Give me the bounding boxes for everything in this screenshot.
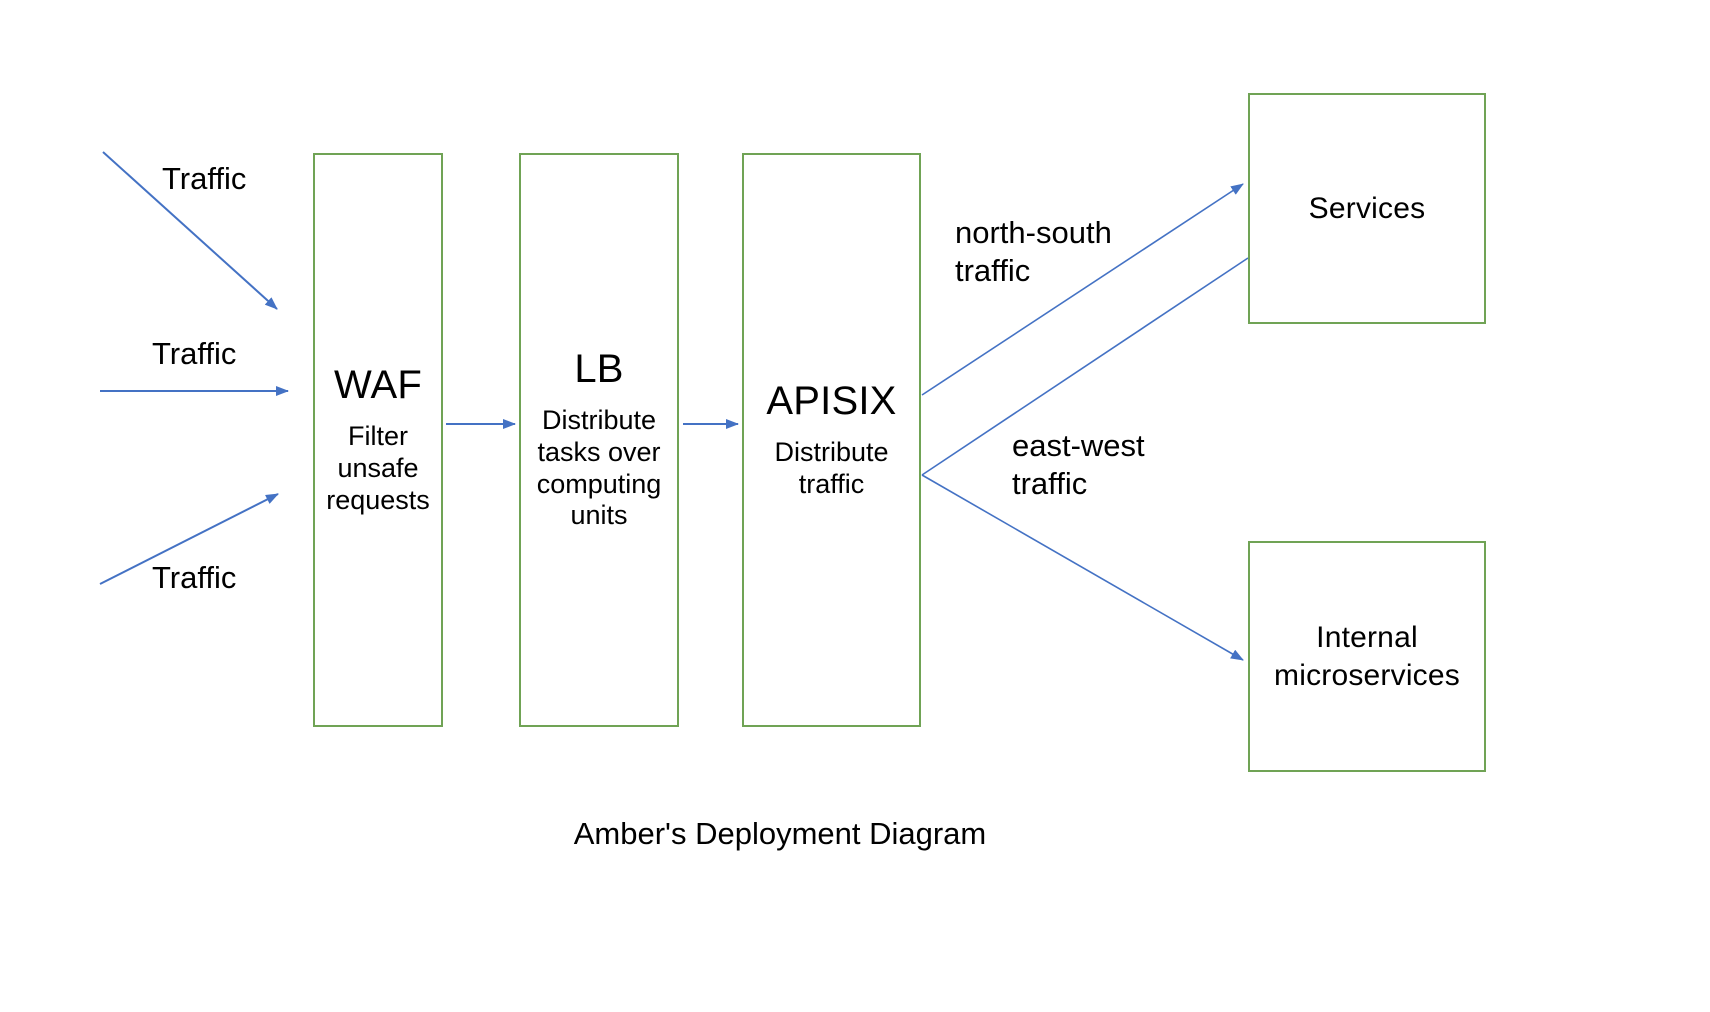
node-lb-subtitle: Distribute tasks over computing units	[536, 404, 662, 531]
edge-apisix-to-internal-east-west	[921, 474, 1244, 661]
node-internal-microservices[interactable]: Internal microservices	[1248, 541, 1486, 772]
node-lb[interactable]: LB Distribute tasks over computing units	[519, 153, 679, 727]
diagram-caption: Amber's Deployment Diagram	[573, 816, 987, 851]
node-waf-subtitle: Filter unsafe requests	[326, 420, 430, 515]
edge-label-traffic-2: Traffic	[152, 336, 237, 371]
node-apisix-title: APISIX	[766, 378, 897, 423]
edge-label-east-west-traffic: east-west traffic	[1012, 428, 1145, 501]
edge-label-north-south-traffic: north-south traffic	[955, 215, 1112, 288]
node-waf-title: WAF	[334, 362, 422, 407]
node-internal-microservices-title: Internal microservices	[1274, 621, 1460, 692]
edge-label-traffic-1: Traffic	[162, 161, 247, 196]
node-apisix[interactable]: APISIX Distribute traffic	[742, 153, 921, 727]
node-services-title: Services	[1308, 191, 1426, 225]
node-lb-title: LB	[574, 346, 624, 391]
node-waf[interactable]: WAF Filter unsafe requests	[313, 153, 443, 727]
node-apisix-subtitle: Distribute traffic	[774, 436, 889, 499]
node-services[interactable]: Services	[1248, 93, 1486, 324]
edge-label-traffic-3: Traffic	[152, 560, 237, 595]
